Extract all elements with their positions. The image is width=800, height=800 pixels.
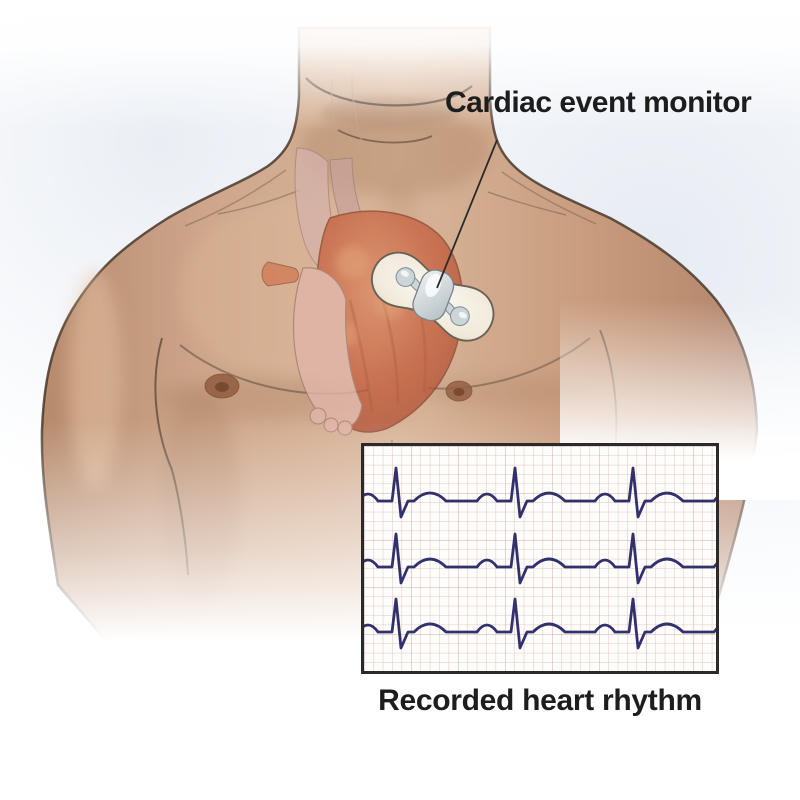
ecg-trace-row	[364, 532, 716, 585]
left-trap-line	[184, 169, 287, 227]
leader-line	[436, 139, 498, 289]
ecg-trace-row	[364, 597, 716, 650]
cardiac-event-monitor-patch	[371, 251, 495, 342]
left-nipple	[204, 373, 240, 399]
right-nipple	[445, 380, 473, 402]
ecg-grid-major-lines	[364, 446, 716, 671]
ecg-traces	[364, 466, 716, 650]
right-clavicle-line	[487, 191, 567, 216]
device-label: Cardiac event monitor	[445, 86, 752, 119]
fade-top	[0, 0, 800, 130]
heart-mottle-1	[336, 246, 368, 278]
monitor-device-body	[412, 269, 455, 322]
left-clavicle-line	[217, 189, 301, 215]
ecg-trace-row	[364, 466, 716, 519]
right-trap-line	[501, 171, 597, 225]
neck-crease	[337, 129, 433, 144]
heart-texture-1	[348, 299, 374, 413]
pulmonary-stub	[261, 261, 299, 287]
ecg-inset	[361, 443, 719, 674]
ecg-caption: Recorded heart rhythm	[378, 684, 702, 717]
